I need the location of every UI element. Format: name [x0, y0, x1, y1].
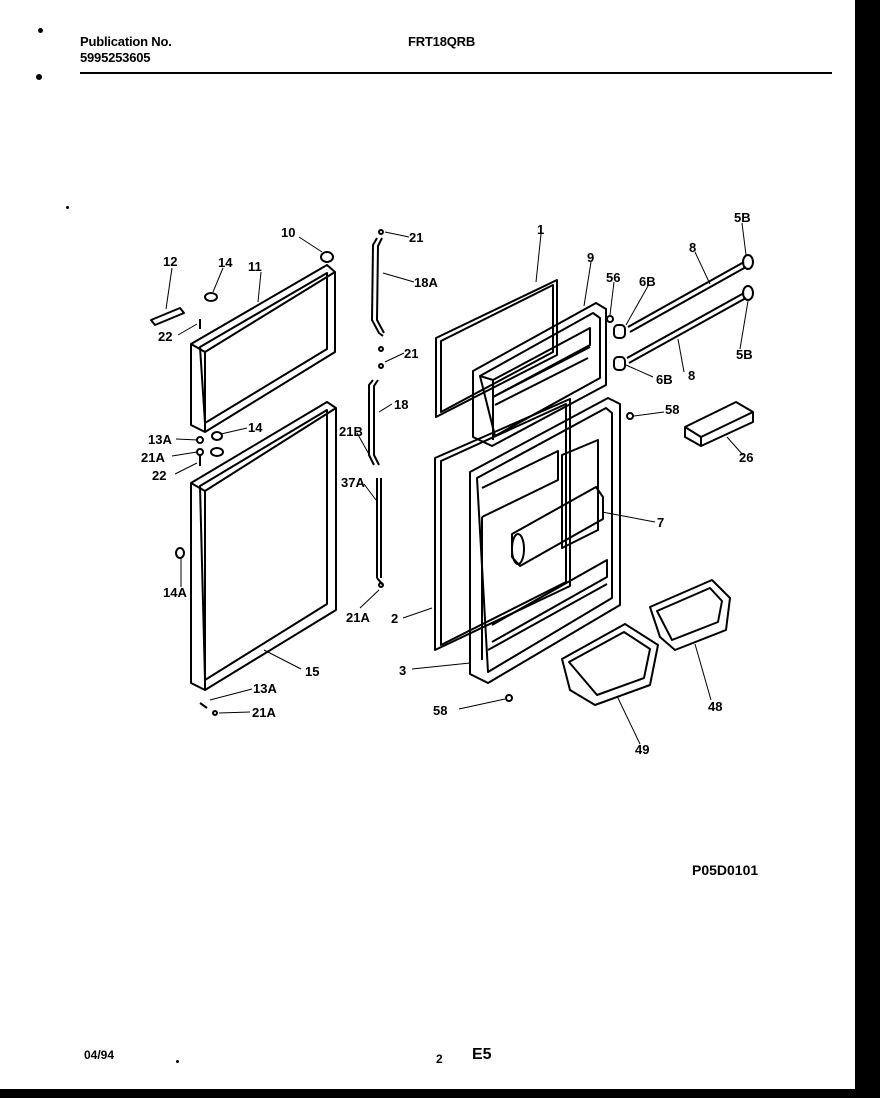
callout-22: 22 — [152, 468, 166, 483]
callout-10: 10 — [281, 225, 295, 240]
freezer-door-panel — [190, 264, 336, 433]
handle-18a — [371, 237, 385, 337]
callout-18a: 18A — [414, 275, 438, 290]
callout-1: 1 — [537, 222, 544, 237]
part-22-screws — [199, 319, 208, 709]
footer-date: 04/94 — [84, 1048, 115, 1062]
callout-12: 12 — [163, 254, 177, 269]
callout-21: 21 — [409, 230, 423, 245]
part-10-plug — [320, 251, 334, 263]
callout-58: 58 — [665, 402, 679, 417]
callout-13a: 13A — [148, 432, 172, 447]
model-number: FRT18QRB — [408, 34, 476, 49]
fresh-food-door-panel — [190, 401, 337, 691]
scan-speck — [36, 74, 42, 80]
callout-6b: 6B — [639, 274, 656, 289]
callout-13a: 13A — [253, 681, 277, 696]
page-border-bottom — [0, 1089, 880, 1098]
callout-37a: 37A — [341, 475, 365, 490]
publication-label: Publication No. — [80, 34, 172, 49]
callout-14a: 14A — [163, 585, 187, 600]
callout-5b: 5B — [736, 347, 753, 362]
callout-7: 7 — [657, 515, 664, 530]
callout-48: 48 — [708, 699, 722, 714]
callout-11: 11 — [248, 259, 262, 274]
bin-48 — [649, 579, 731, 651]
gasket-2 — [434, 398, 571, 651]
callout-21b: 21B — [339, 424, 363, 439]
scan-speck — [176, 1060, 179, 1063]
callout-18: 18 — [394, 397, 408, 412]
gasket-1 — [435, 279, 558, 418]
callout-56: 56 — [606, 270, 620, 285]
callout-21a: 21A — [346, 610, 370, 625]
callout-3: 3 — [399, 663, 406, 678]
callout-8: 8 — [689, 240, 696, 255]
scan-speck — [66, 206, 69, 209]
callout-14: 14 — [218, 255, 233, 270]
scan-speck — [38, 28, 43, 33]
callout-labels: 10 21 18A 21 18 12 14 11 22 13A 14 21A 2… — [141, 210, 753, 757]
part-14-plug — [175, 292, 224, 559]
callout-8: 8 — [688, 368, 695, 383]
end-caps-5b-6b — [613, 254, 754, 371]
callout-21: 21 — [404, 346, 418, 361]
callout-15: 15 — [305, 664, 319, 679]
callout-9: 9 — [587, 250, 594, 265]
part-12-strip — [150, 307, 185, 326]
callout-21a: 21A — [252, 705, 276, 720]
footer-section: E5 — [472, 1046, 492, 1063]
callout-6b: 6B — [656, 372, 673, 387]
rod-8-lower — [626, 292, 747, 364]
rod-8-upper — [627, 261, 747, 333]
callout-26: 26 — [739, 450, 753, 465]
freezer-liner-9 — [472, 302, 607, 447]
callout-49: 49 — [635, 742, 649, 757]
shelf-7 — [511, 486, 604, 567]
footer-page: 2 — [436, 1052, 443, 1066]
handle-trim-37a — [376, 478, 384, 586]
diagram-code: P05D0101 — [692, 862, 759, 878]
callout-21a: 21A — [141, 450, 165, 465]
handle-18 — [368, 379, 380, 466]
page-border-right — [855, 0, 880, 1098]
callout-22: 22 — [158, 329, 172, 344]
callout-58: 58 — [433, 703, 447, 718]
fresh-food-liner-3 — [469, 397, 621, 684]
bin-49 — [561, 623, 659, 706]
bin-26 — [684, 401, 754, 447]
leader-lines — [165, 222, 749, 745]
callout-5b: 5B — [734, 210, 751, 225]
header-rule — [80, 72, 832, 74]
callout-2: 2 — [391, 611, 398, 626]
publication-number: 5995253605 — [80, 50, 151, 65]
callout-14: 14 — [248, 420, 263, 435]
